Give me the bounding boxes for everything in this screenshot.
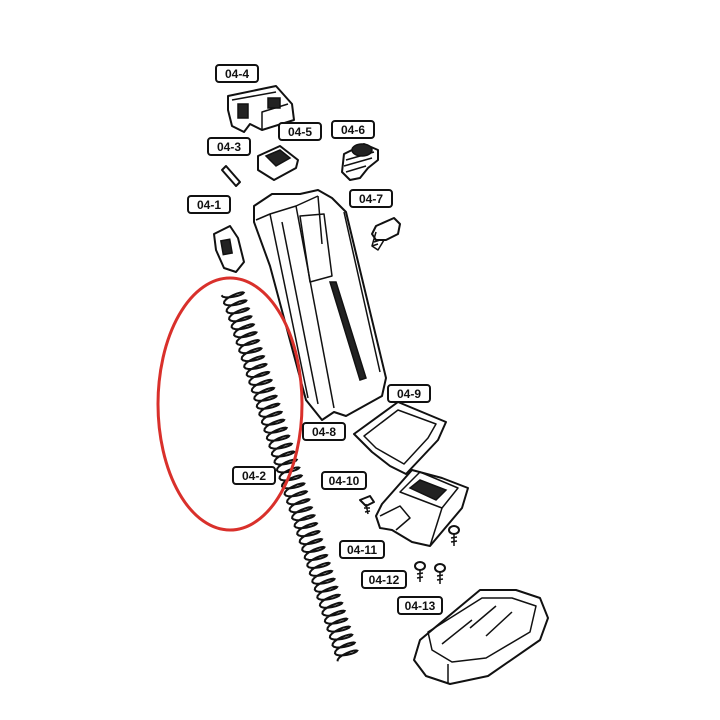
- part-04-9: [353, 401, 447, 475]
- label-04-2: 04-2: [232, 466, 276, 485]
- label-04-11: 04-11: [339, 540, 385, 559]
- label-04-4: 04-4: [215, 64, 259, 83]
- part-04-5: [257, 145, 299, 181]
- label-04-9: 04-9: [387, 384, 431, 403]
- label-04-7: 04-7: [349, 189, 393, 208]
- label-04-12: 04-12: [361, 570, 407, 589]
- part-04-7: [371, 217, 401, 251]
- part-04-3: [221, 165, 241, 187]
- part-04-8: [253, 189, 387, 421]
- svg-text:04-3: 04-3: [217, 140, 241, 154]
- part-04-4: [227, 85, 295, 133]
- svg-text:04-7: 04-7: [359, 192, 383, 206]
- part-04-12-left: [414, 561, 426, 582]
- part-04-12-right: [434, 563, 446, 584]
- svg-text:04-2: 04-2: [242, 469, 266, 483]
- svg-text:04-6: 04-6: [341, 123, 365, 137]
- svg-text:04-9: 04-9: [397, 387, 421, 401]
- svg-text:04-8: 04-8: [312, 425, 336, 439]
- label-04-6: 04-6: [331, 120, 375, 139]
- label-04-10: 04-10: [321, 471, 367, 490]
- svg-text:04-13: 04-13: [405, 599, 436, 613]
- label-04-13: 04-13: [397, 596, 443, 615]
- svg-text:04-1: 04-1: [197, 198, 221, 212]
- part-04-13: [413, 589, 549, 685]
- part-04-1: [213, 225, 245, 273]
- part-04-11: [375, 469, 469, 547]
- part-04-12-upper: [448, 525, 460, 546]
- part-04-10: [359, 495, 375, 515]
- svg-text:04-11: 04-11: [347, 543, 377, 557]
- label-04-1: 04-1: [187, 195, 231, 214]
- label-04-8: 04-8: [302, 422, 346, 441]
- label-04-5: 04-5: [278, 122, 322, 141]
- svg-text:04-4: 04-4: [225, 67, 249, 81]
- part-04-2-spring: [220, 291, 359, 662]
- svg-text:04-12: 04-12: [369, 573, 400, 587]
- part-04-6: [341, 143, 379, 181]
- svg-text:04-10: 04-10: [329, 474, 360, 488]
- svg-text:04-5: 04-5: [288, 125, 312, 139]
- highlight-ellipse: [156, 276, 304, 532]
- label-04-3: 04-3: [207, 137, 251, 156]
